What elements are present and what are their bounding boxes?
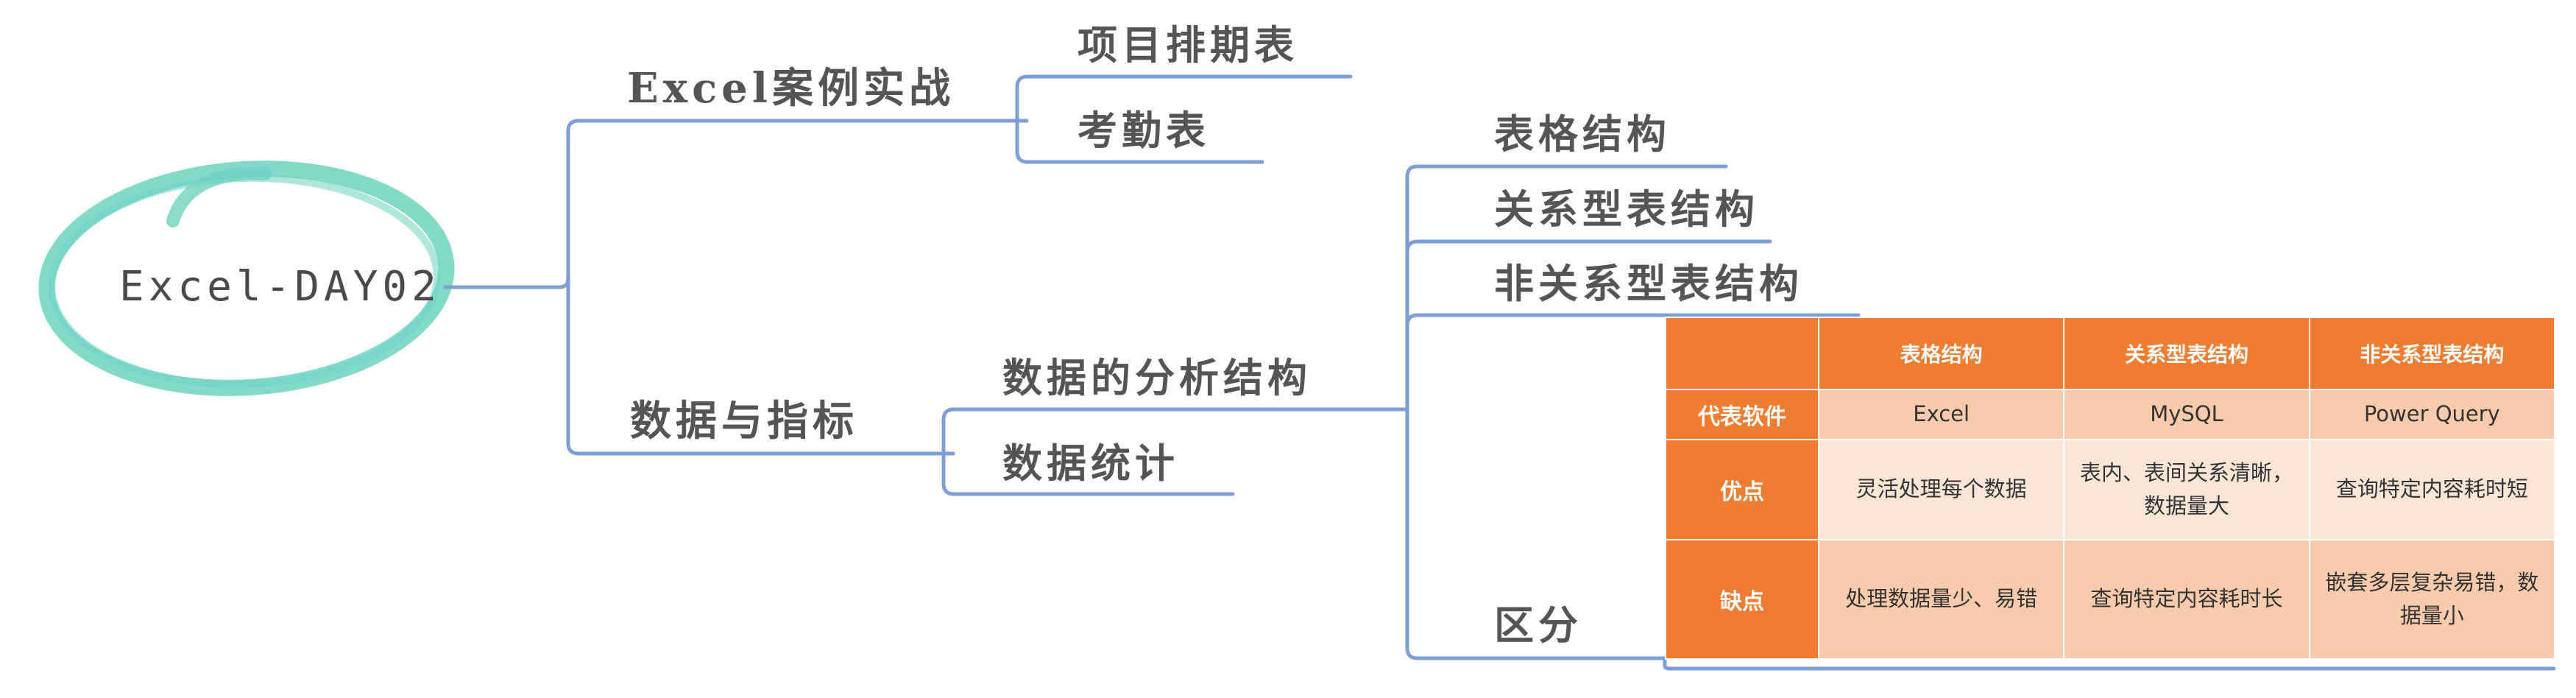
table-cell: MySQL xyxy=(2063,389,2310,440)
table-cell: 嵌套多层复杂易错，数据量小 xyxy=(2308,538,2556,660)
connector-lines xyxy=(443,74,2556,671)
node-data-analysis-structure[interactable]: 数据的分析结构 xyxy=(1002,354,1312,401)
table-cell: 查询特定内容耗时短 xyxy=(2308,438,2556,540)
table-corner-cell xyxy=(1665,317,1819,390)
node-attendance[interactable]: 考勤表 xyxy=(1078,107,1210,154)
row-header: 缺点 xyxy=(1665,538,1819,660)
row-header: 优点 xyxy=(1665,438,1819,540)
branch-data-metrics[interactable]: 数据与指标 xyxy=(630,397,858,445)
node-table-structure[interactable]: 表格结构 xyxy=(1494,110,1671,158)
branch-excel-cases[interactable]: Excel案例实战 xyxy=(627,64,955,113)
table-row: 优点 灵活处理每个数据 表内、表间关系清晰，数据量大 查询特定内容耗时短 xyxy=(1665,438,2556,540)
table-row: 代表软件 Excel MySQL Power Query xyxy=(1665,389,2556,440)
table-cell: 处理数据量少、易错 xyxy=(1817,538,2065,660)
node-nonrelational-structure[interactable]: 非关系型表结构 xyxy=(1494,260,1803,307)
node-relational-structure[interactable]: 关系型表结构 xyxy=(1494,186,1759,233)
table-header-cell: 关系型表结构 xyxy=(2063,317,2310,390)
node-data-statistics[interactable]: 数据统计 xyxy=(1002,440,1179,487)
table-header-cell: 非关系型表结构 xyxy=(2308,317,2556,390)
table-header-cell: 表格结构 xyxy=(1817,317,2065,390)
node-distinguish[interactable]: 区分 xyxy=(1494,602,1582,649)
table-row: 缺点 处理数据量少、易错 查询特定内容耗时长 嵌套多层复杂易错，数据量小 xyxy=(1665,538,2556,660)
root-ring xyxy=(38,161,455,396)
root-node[interactable]: Excel-DAY02 xyxy=(119,263,441,311)
table-cell: 灵活处理每个数据 xyxy=(1817,438,2065,540)
table-cell: 表内、表间关系清晰，数据量大 xyxy=(2063,438,2310,540)
table-cell: Excel xyxy=(1817,389,2065,440)
comparison-table: 表格结构 关系型表结构 非关系型表结构 代表软件 Excel MySQL Pow… xyxy=(1665,317,2556,660)
table-cell: 查询特定内容耗时长 xyxy=(2063,538,2310,660)
table-cell: Power Query xyxy=(2308,389,2556,440)
row-header: 代表软件 xyxy=(1665,389,1819,440)
node-project-schedule[interactable]: 项目排期表 xyxy=(1078,21,1298,68)
